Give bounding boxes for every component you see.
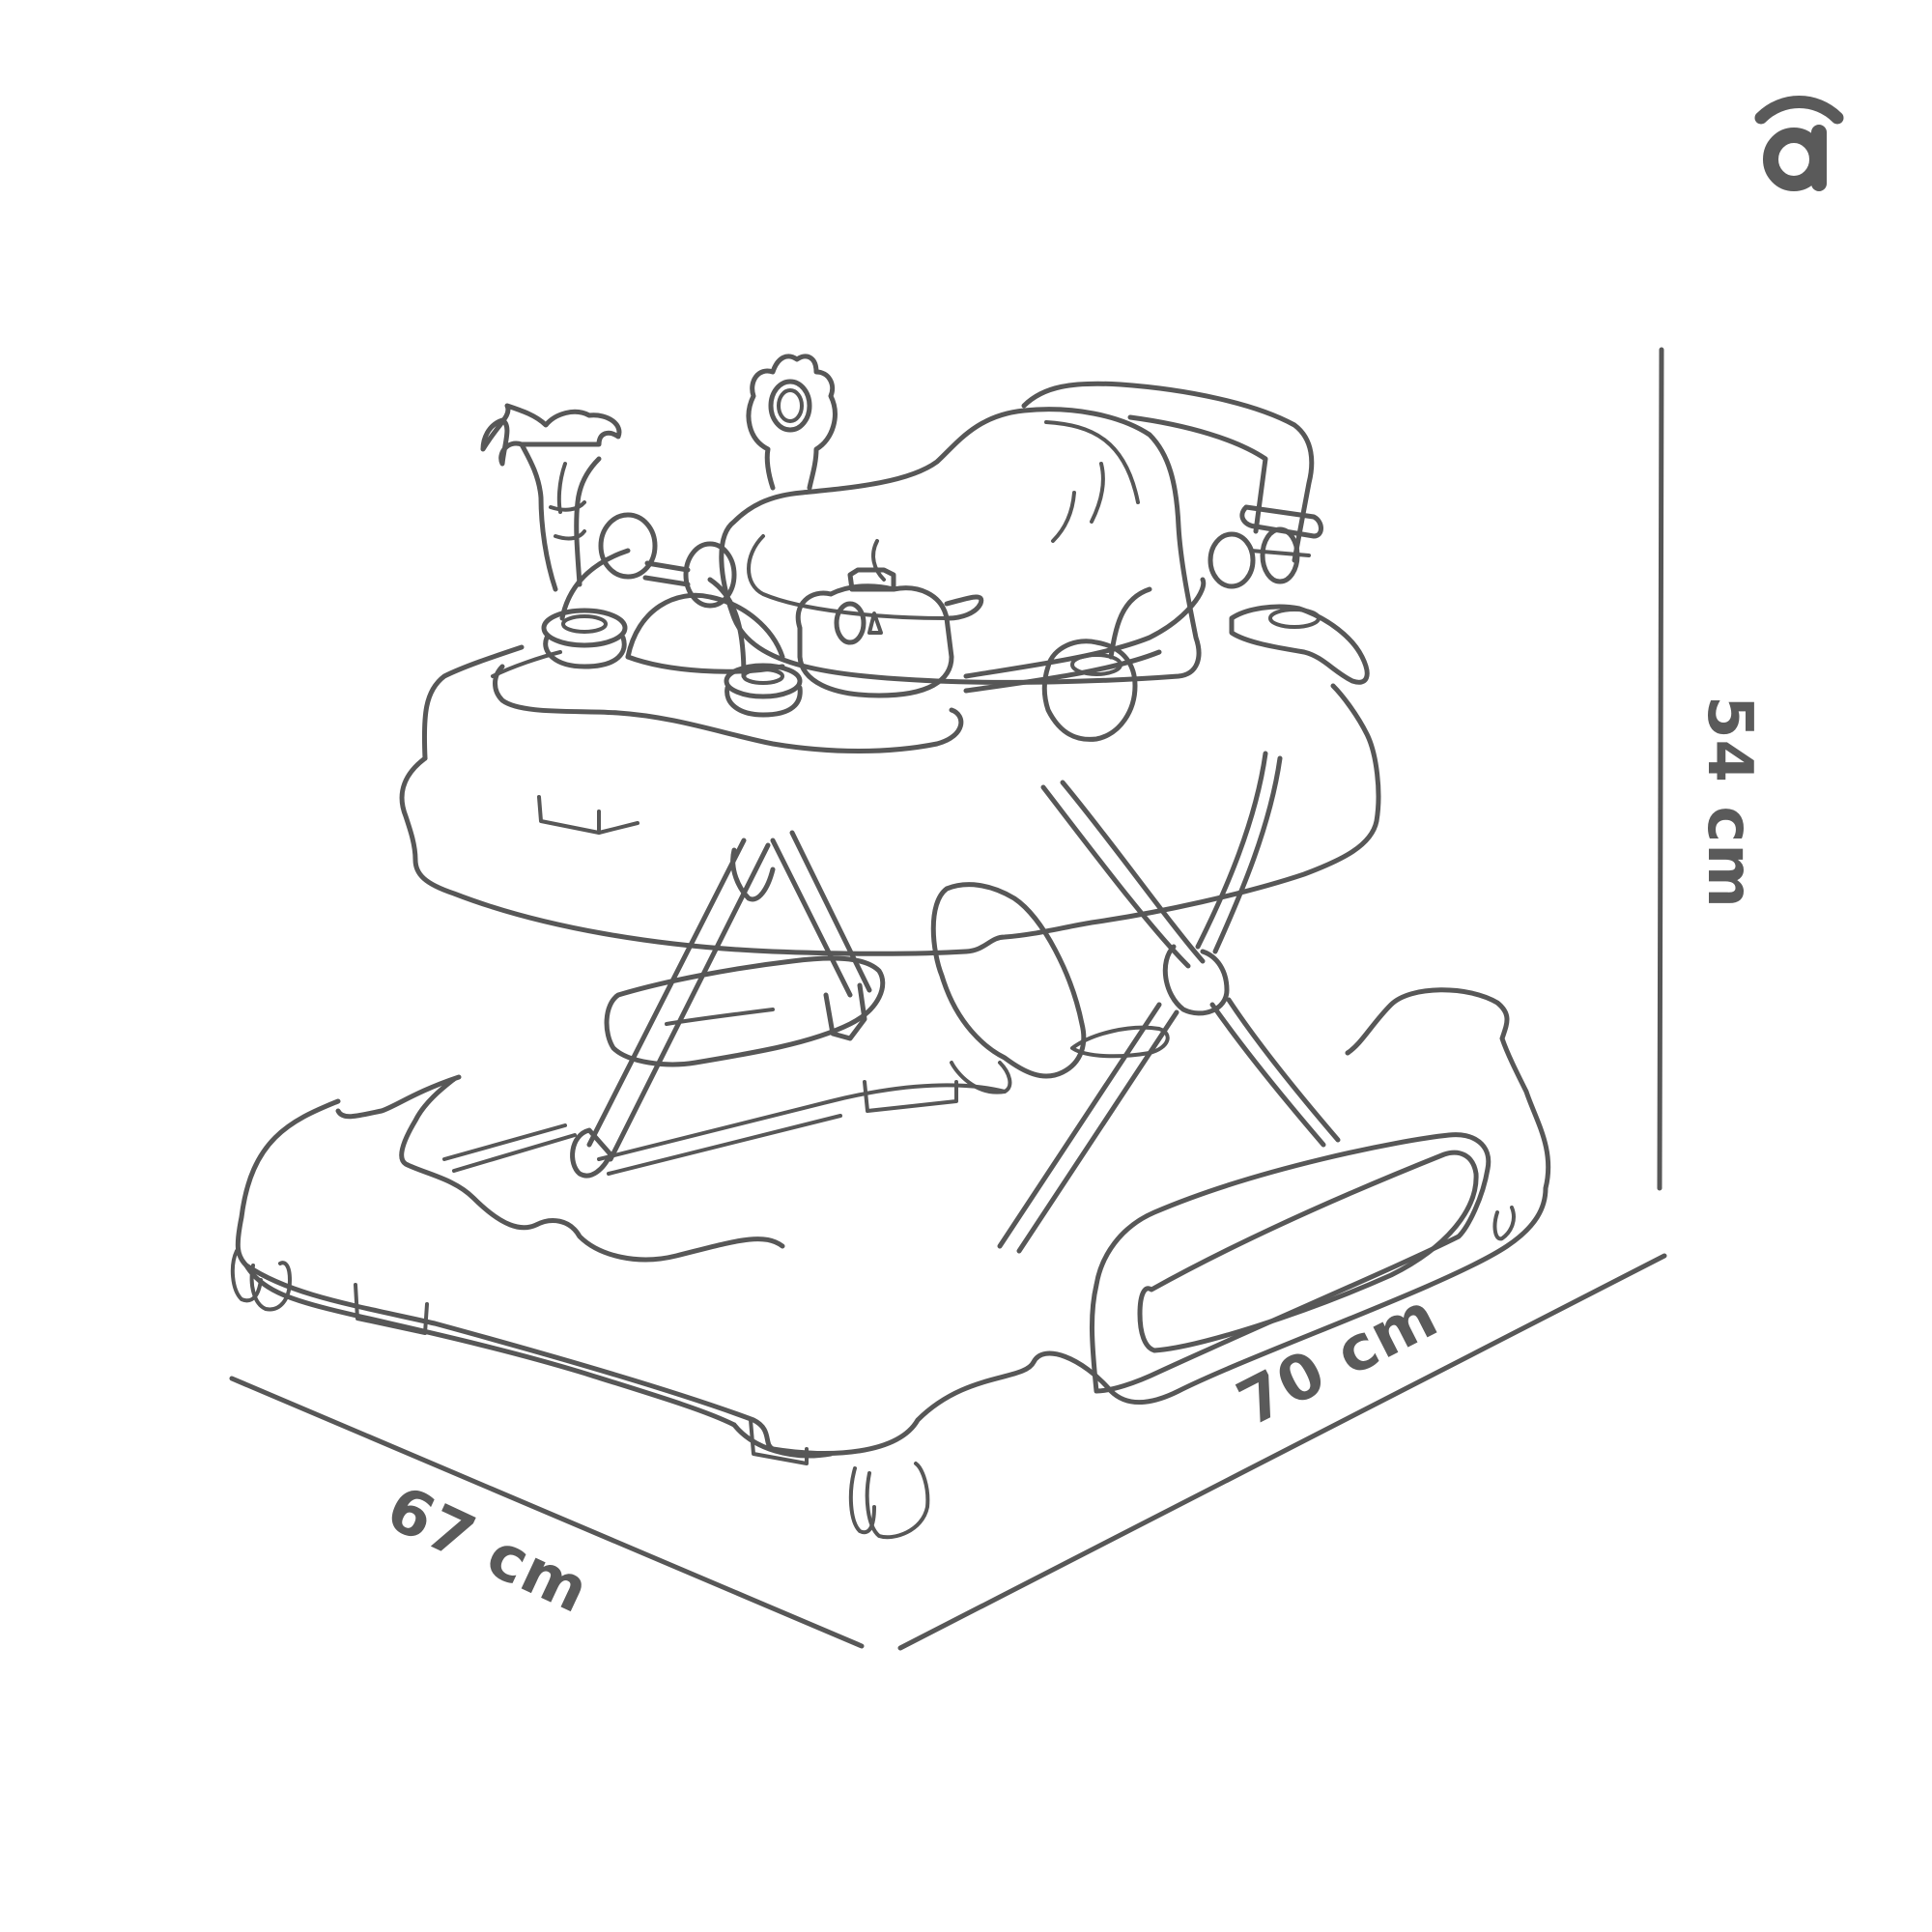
walker-tray bbox=[399, 577, 1381, 956]
walker-base bbox=[235, 987, 1551, 1459]
width-dimension-line bbox=[897, 1253, 1667, 1651]
walker-frame bbox=[570, 751, 1341, 1254]
wheel-front-center bbox=[848, 1466, 876, 1535]
wheel-front-left bbox=[230, 1249, 263, 1303]
walker-handle bbox=[1021, 381, 1315, 563]
height-dimension-line bbox=[1657, 347, 1664, 1191]
wheels bbox=[230, 1061, 1516, 1540]
wheel-back-center bbox=[950, 1061, 1012, 1094]
camera-toy bbox=[795, 583, 954, 698]
walker-seat bbox=[930, 882, 1087, 1079]
mirror-toy bbox=[746, 354, 838, 491]
brand-logo-icon bbox=[1754, 96, 1844, 191]
walker-illustration bbox=[230, 354, 1551, 1540]
depth-dimension-line bbox=[229, 1376, 865, 1649]
height-dimension-label: 54 cm bbox=[1693, 696, 1765, 909]
walker-toys bbox=[480, 354, 1370, 742]
wheel-back-right bbox=[1492, 1206, 1516, 1241]
palm-tree-toy bbox=[519, 441, 558, 592]
walker-seat-back bbox=[719, 381, 1323, 685]
